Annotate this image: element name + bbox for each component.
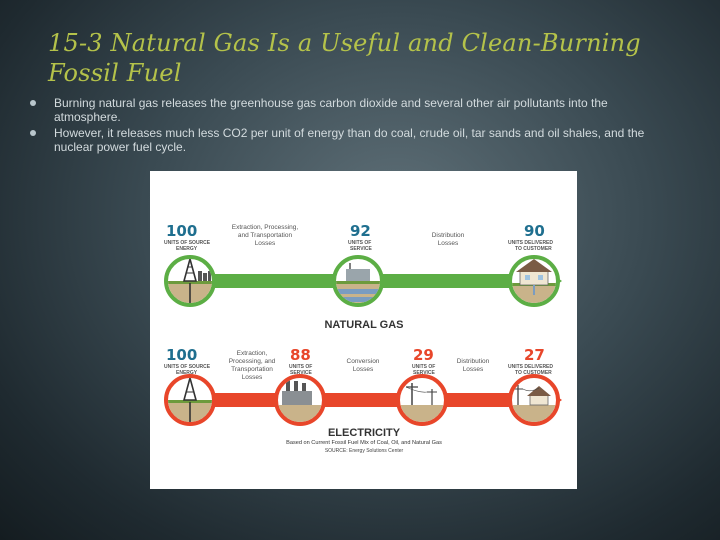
electricity-loss-1-line1: Extraction, [237,350,268,357]
bullet-item: However, it releases much less CO2 per u… [30,126,670,154]
gas-value-2: 92 [350,222,371,240]
gas-loss-1-line3: Losses [255,240,276,247]
diagram-footnote: Based on Current Fossil Fuel Mix of Coal… [286,440,442,446]
electricity-caption-3a: UNITS OF [412,364,435,370]
electricity-value-2: 88 [290,346,311,364]
electricity-caption-1b: ENERGY [176,370,198,376]
electricity-node-4-label: 27 UNITS DELIVERED TO CUSTOMER [508,346,553,376]
energy-efficiency-diagram: 100 UNITS OF SOURCE ENERGY Extraction, P… [150,171,577,489]
gas-loss-2: Distribution Losses [432,232,465,247]
electricity-row-label: ELECTRICITY [328,427,401,439]
electricity-loss-1-line4: Losses [242,374,263,381]
electricity-caption-4a: UNITS DELIVERED [508,364,553,370]
gas-loss-1: Extraction, Processing, and Transportati… [232,224,299,247]
electricity-loss-1-line2: Processing, and [229,358,276,365]
gas-node-1-label: 100 UNITS OF SOURCE ENERGY [164,222,211,252]
electricity-node-3-label: 29 UNITS OF SERVICE [412,346,436,376]
bullet-text: However, it releases much less CO2 per u… [54,126,645,154]
bullet-list: Burning natural gas releases the greenho… [30,96,670,156]
electricity-caption-2a: UNITS OF [289,364,312,370]
electricity-caption-4b: TO CUSTOMER [515,370,552,376]
bullet-text: Burning natural gas releases the greenho… [54,96,608,124]
gas-loss-2-line1: Distribution [432,232,465,239]
gas-node-3-label: 90 UNITS DELIVERED TO CUSTOMER [508,222,553,252]
electricity-node-1-label: 100 UNITS OF SOURCE ENERGY [164,346,211,376]
electricity-caption-2b: SERVICE [290,370,313,376]
electricity-value-4: 27 [524,346,545,364]
electricity-value-3: 29 [413,346,434,364]
electricity-flow-bar [190,393,542,407]
gas-caption-2a: UNITS OF [348,240,371,246]
gas-pipeline-icon [332,255,384,307]
electricity-plant-icon [274,374,326,426]
electricity-node-2-label: 88 UNITS OF SERVICE [289,346,313,376]
electricity-loss-3: Distribution Losses [457,358,490,373]
electricity-loss-2: Conversion Losses [347,358,380,373]
electricity-loss-2-line1: Conversion [347,358,380,365]
diagram-source: SOURCE: Energy Solutions Center [325,448,404,454]
electricity-loss-2-line2: Losses [353,366,374,373]
electricity-loss-1: Extraction, Processing, and Transportati… [229,350,276,381]
gas-caption-2b: SERVICE [350,246,373,252]
gas-caption-1b: ENERGY [176,246,198,252]
gas-row-label: NATURAL GAS [324,319,403,331]
electricity-caption-1a: UNITS OF SOURCE [164,364,211,370]
electricity-loss-3-line2: Losses [463,366,484,373]
gas-caption-1a: UNITS OF SOURCE [164,240,211,246]
electricity-caption-3b: SERVICE [413,370,436,376]
electricity-well-icon [164,374,216,426]
gas-caption-3a: UNITS DELIVERED [508,240,553,246]
electricity-loss-1-line3: Transportation [231,366,273,373]
gas-house-icon [508,255,560,307]
bullet-dot-icon [30,100,36,106]
electricity-value-1: 100 [166,346,197,364]
slide-title: 15-3 Natural Gas Is a Useful and Clean-B… [48,29,641,87]
bullet-dot-icon [30,130,36,136]
gas-value-1: 100 [166,222,197,240]
gas-loss-1-line1: Extraction, Processing, [232,224,299,231]
gas-loss-1-line2: and Transportation [238,232,293,239]
electricity-loss-3-line1: Distribution [457,358,490,365]
gas-node-2-label: 92 UNITS OF SERVICE [348,222,373,252]
bullet-item: Burning natural gas releases the greenho… [30,96,670,124]
gas-value-3: 90 [524,222,545,240]
electricity-tower-icon [396,374,448,426]
gas-well-icon [164,255,216,307]
gas-caption-3b: TO CUSTOMER [515,246,552,252]
gas-loss-2-line2: Losses [438,240,459,247]
electricity-house-icon [508,374,560,426]
